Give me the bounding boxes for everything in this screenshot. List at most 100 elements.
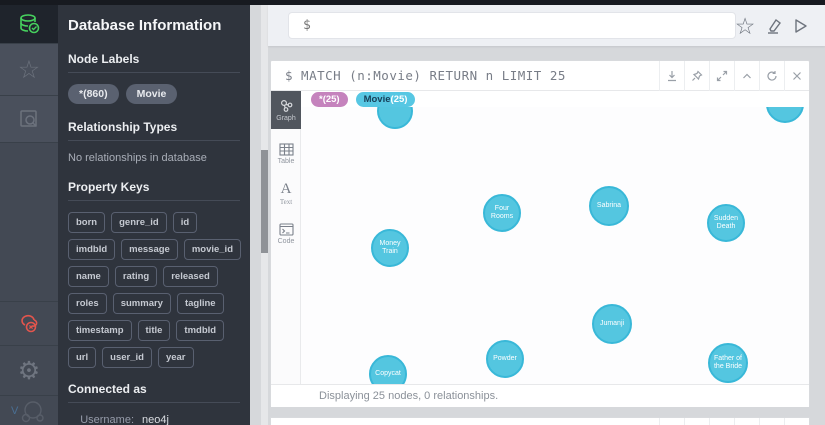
sidebar-item-documents[interactable] (0, 96, 58, 143)
graph-node[interactable]: Jumanji (592, 304, 632, 344)
pin-icon (691, 69, 703, 82)
close-icon (791, 70, 803, 82)
divider (659, 418, 660, 425)
property-key-chip[interactable]: tagline (176, 293, 224, 314)
graph-node-label: Father of the Bride (713, 354, 743, 370)
result-frame: $ MATCH (n:Movie) RETURN n LIMIT 25 (270, 60, 810, 407)
refresh-icon (766, 70, 778, 82)
graph-node-label: Four Rooms (490, 204, 514, 220)
property-key-chip[interactable]: imdbId (68, 239, 116, 260)
property-key-chip[interactable]: roles (68, 293, 107, 314)
result-view-tabs: Graph Table A Text (271, 91, 301, 384)
tab-table[interactable]: Table (271, 135, 301, 173)
svg-text:V: V (11, 405, 19, 417)
eraser-icon (763, 16, 783, 36)
property-key-chip[interactable]: movie_id (183, 239, 241, 260)
graph-node-label: Sabrina (596, 201, 622, 209)
graph-icon (279, 99, 294, 113)
download-button[interactable] (659, 60, 684, 91)
property-key-chip[interactable]: timestamp (68, 320, 132, 341)
cypher-editor-card: ☆ (268, 5, 825, 46)
graph-node[interactable]: Sudden Death (707, 204, 745, 242)
run-query-button[interactable] (787, 13, 813, 39)
graph-canvas[interactable]: *(25) Movie(25) Four Rooms Sabrina Sudden D… (301, 91, 809, 384)
close-frame-button[interactable] (784, 60, 809, 91)
divider (68, 402, 240, 403)
connected-as-label: Username: (80, 414, 134, 425)
divider (709, 418, 710, 425)
property-keys-heading: Property Keys (68, 180, 150, 194)
node-labels-heading: Node Labels (68, 52, 140, 66)
property-key-chip[interactable]: url (68, 347, 97, 368)
divider (759, 418, 760, 425)
favorite-query-button[interactable]: ☆ (734, 12, 756, 39)
tab-graph[interactable]: Graph (271, 91, 301, 129)
cypher-editor-input[interactable] (288, 12, 736, 39)
sidebar-item-about[interactable]: V (0, 396, 58, 425)
property-key-chip[interactable]: title (137, 320, 171, 341)
tab-code-label: Code (277, 238, 295, 245)
graph-node[interactable]: Money Train (371, 229, 409, 267)
property-key-chip[interactable]: user_id (102, 347, 152, 368)
node-label-pill[interactable]: Movie (125, 84, 178, 104)
property-key-chip[interactable]: born (68, 212, 106, 233)
overview-pill-count: (25) (390, 93, 408, 105)
overview-label-pill[interactable]: Movie(25) (355, 91, 416, 107)
graph-node-label: Copycat (375, 369, 401, 377)
overview-label-pill[interactable]: *(25) (311, 91, 348, 107)
collapse-button[interactable] (734, 60, 759, 91)
pin-button[interactable] (684, 60, 709, 91)
tab-graph-label: Graph (276, 114, 296, 122)
collapse-icon (741, 70, 753, 82)
graph-node[interactable]: Father of the Bride (708, 343, 748, 383)
sidebar-item-favorites[interactable]: ☆ (0, 44, 58, 96)
property-key-chip[interactable]: summary (112, 293, 171, 314)
divider (68, 72, 240, 73)
frame-body: Graph Table A Text (271, 91, 809, 384)
property-key-chip[interactable]: tmdbId (176, 320, 225, 341)
disconnect-icon (16, 311, 42, 337)
clear-editor-button[interactable] (760, 13, 786, 39)
fullscreen-button[interactable] (709, 60, 734, 91)
divider (684, 418, 685, 425)
tab-text[interactable]: A Text (271, 175, 301, 213)
sidebar-item-disconnect[interactable] (0, 301, 58, 346)
graph-node-label: Money Train (379, 239, 401, 255)
property-key-chip[interactable]: year (157, 347, 194, 368)
text-icon: A (280, 181, 292, 197)
top-strip (0, 0, 825, 5)
property-key-chip[interactable]: id (172, 212, 198, 233)
tab-table-label: Table (277, 158, 295, 165)
frame-status-bar: Displaying 25 nodes, 0 relationships. (271, 384, 809, 407)
connected-as-value: neo4j (142, 414, 169, 425)
property-key-chip[interactable]: name (68, 266, 109, 287)
frame-query-text[interactable]: $ MATCH (n:Movie) RETURN n LIMIT 25 (285, 68, 566, 83)
sidebar-item-settings[interactable]: ⚙ (0, 346, 58, 396)
stream-scrollbar-thumb[interactable] (261, 150, 268, 253)
sidebar-item-database-info[interactable] (0, 5, 58, 44)
property-key-chip[interactable]: rating (114, 266, 158, 287)
code-icon (278, 223, 294, 236)
drawer-title: Database Information (68, 17, 222, 34)
download-icon (666, 70, 678, 82)
rerun-button[interactable] (759, 60, 784, 91)
property-key-chip[interactable]: released (163, 266, 218, 287)
node-label-pill[interactable]: *(860) (68, 84, 119, 104)
graph-node[interactable]: Copycat (369, 355, 407, 384)
graph-node[interactable]: Four Rooms (483, 194, 521, 232)
property-key-chip[interactable]: genre_id (111, 212, 167, 233)
graph-node[interactable]: Powder (486, 340, 524, 378)
table-icon (278, 143, 294, 156)
tab-text-label: Text (279, 198, 293, 206)
gear-icon: ⚙ (17, 356, 41, 385)
star-icon: ☆ (17, 55, 41, 84)
next-frame-partial (270, 417, 810, 425)
graph-node[interactable]: Sabrina (589, 186, 629, 226)
node-labels-list: *(860) Movie (68, 84, 240, 104)
tab-code[interactable]: Code (271, 215, 301, 253)
connected-as-rows: Username:neo4jRoles:adminAdmin::server u… (68, 414, 240, 425)
database-info-drawer: Database Information Node Labels *(860) M… (58, 5, 250, 425)
relationship-types-heading: Relationship Types (68, 120, 178, 134)
property-key-chip[interactable]: message (121, 239, 178, 260)
